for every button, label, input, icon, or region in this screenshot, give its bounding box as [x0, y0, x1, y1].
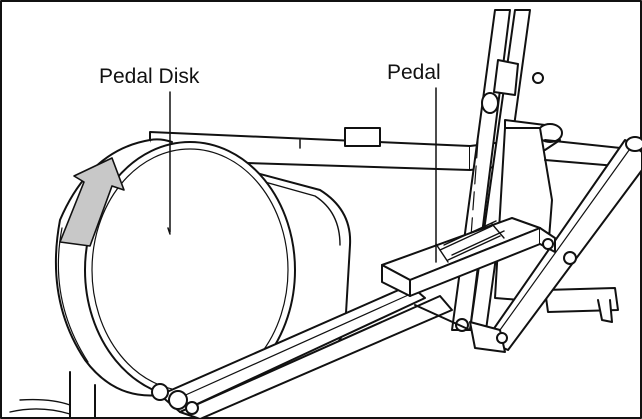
pedal-disk-label: Pedal Disk: [99, 65, 200, 88]
pedal-label: Pedal: [387, 61, 441, 84]
pedal-disk: [54, 138, 296, 399]
pedal-arm: [151, 284, 471, 419]
right-arm-link: [455, 136, 642, 353]
rotation-arrow-icon: [59, 157, 125, 247]
pedal: [381, 217, 556, 297]
base-left: [9, 371, 96, 419]
